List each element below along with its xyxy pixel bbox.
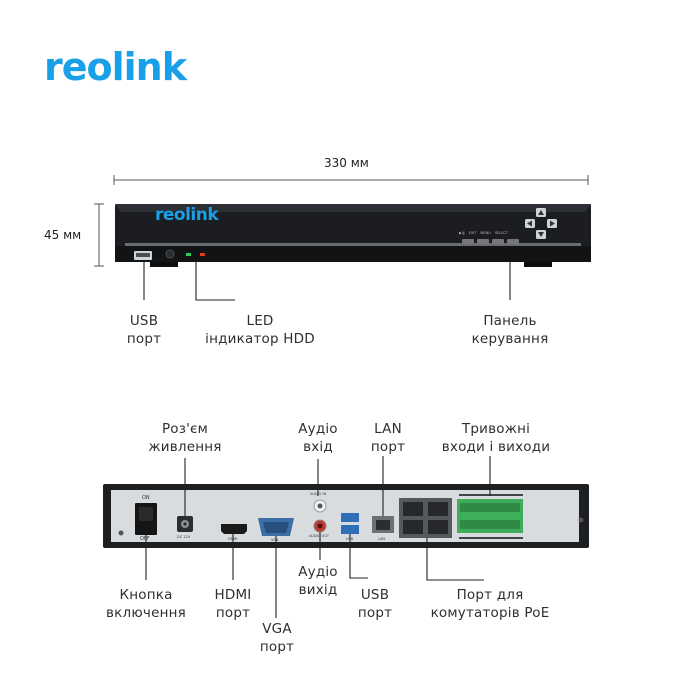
rear-audio-out-print: AUDIO OUT xyxy=(309,534,330,538)
label-alarm-io: Тривожні входи і виходи xyxy=(441,421,551,455)
rear-audio-in-print: AUDIO IN xyxy=(310,492,327,496)
label-usb-front: USB порт xyxy=(126,313,162,347)
exit-button-label: EXIT xyxy=(468,231,477,235)
rear-off-print: OFF xyxy=(140,536,150,542)
label-control-panel: Панель керування xyxy=(471,313,549,347)
label-poe: Порт для комутаторів PoE xyxy=(430,587,550,621)
select-button-label: SELECT xyxy=(494,231,509,235)
direction-pad xyxy=(525,208,557,239)
led-pointer-line xyxy=(195,262,235,301)
rear-on-print: ON xyxy=(142,495,150,501)
rear-vga-print: VGA xyxy=(271,538,279,542)
label-power-button: Кнопка включення xyxy=(106,587,186,621)
width-dimension-label: 330 мм xyxy=(324,156,369,170)
rear-hdmi-print: HDMI xyxy=(228,537,238,541)
label-power-connector: Роз'єм живлення xyxy=(148,421,222,455)
usb-rear-pointer xyxy=(349,534,368,579)
rear-usb-port-2 xyxy=(341,525,359,534)
label-audio-out: Аудіо вихід xyxy=(298,564,338,598)
rear-lan-print: LAN xyxy=(378,537,386,541)
nvr-rear-view xyxy=(103,484,589,548)
rear-usb-print: USB xyxy=(346,537,354,541)
hdd-led-red xyxy=(200,253,205,256)
rear-dc-print: DC 12V xyxy=(177,535,191,539)
front-button-labels: ▶/‖ EXIT MENU SELECT xyxy=(459,231,508,235)
brand-logo: reolink xyxy=(44,45,187,89)
height-dimension-line xyxy=(94,203,104,267)
label-vga: VGA порт xyxy=(259,621,295,655)
poe-pointer xyxy=(426,538,484,581)
label-audio-in: Аудіо вхід xyxy=(298,421,338,455)
device-front-logo: reolink xyxy=(155,205,219,225)
nvr-front-view xyxy=(115,204,591,267)
width-dimension-line xyxy=(113,175,589,185)
height-dimension-label: 45 мм xyxy=(44,228,82,242)
rear-usb-port-1 xyxy=(341,513,359,522)
label-lan: LAN порт xyxy=(370,421,406,455)
hdmi-connector xyxy=(221,524,247,534)
play-pause-button-label: ▶/‖ xyxy=(459,231,465,235)
label-usb-rear: USB порт xyxy=(357,587,393,621)
menu-button-label: MENU xyxy=(480,231,491,235)
label-led-hdd: LED індикатор HDD xyxy=(205,313,315,347)
label-hdmi: HDMI порт xyxy=(214,587,252,621)
hdd-led-green xyxy=(186,253,191,256)
